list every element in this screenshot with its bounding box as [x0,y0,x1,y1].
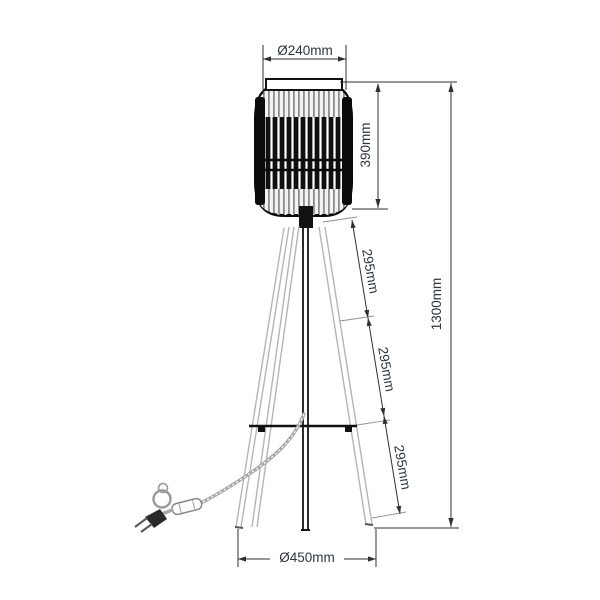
left-leg-front-inner [240,226,290,528]
dim240-arrow-left [263,56,271,62]
dim-leg-segments: 295mm 295mm 295mm [322,216,414,519]
left-leg-back-inner [256,225,300,528]
left-foot-cap [234,526,244,529]
label-shade-height: 390mm [358,122,373,167]
switch-ridge-2 [192,500,196,510]
plug-body [145,509,167,528]
label-leg-segment-1: 295mm [359,248,382,295]
cord-upper-path [201,412,306,504]
cord-loop [152,489,172,509]
right-leg-outer [318,226,367,525]
dim1300-arrow-down [448,518,454,527]
dim295-leader-top [322,216,358,223]
dim390-arrow-down [375,199,381,208]
right-leg-inner [324,226,373,525]
dim240-arrow-right [338,56,346,62]
dim-shade-height: 390mm [340,81,457,210]
cord-loop-small [157,482,169,494]
left-leg-front-outer [235,227,285,528]
label-leg-segment-3: 295mm [391,444,414,491]
shade-top-dome-slats [257,86,350,117]
plug-prong-1 [134,517,148,528]
dim295-chain-line [351,219,401,515]
plug-prong-2 [140,523,153,533]
dim295-arrow-p0 [350,220,356,229]
label-total-height: 1300mm [429,278,444,331]
shade-bottom-dome-slats [257,189,350,214]
dim-total-height: 1300mm [374,83,459,529]
dim295-arrow-p1-up [366,318,372,327]
dim295-leader-bottom [371,511,407,519]
label-leg-segment-2: 295mm [375,346,398,393]
dim295-arrow-p3 [396,505,402,514]
dim1300-arrow-up [448,83,454,92]
center-pole [301,224,310,531]
lamp-socket [299,206,313,228]
dim-shade-diameter: Ø240mm [262,43,347,94]
dim450-arrow-left [238,556,246,562]
shade-right-edge [342,97,352,205]
dim390-arrow-up [375,83,381,92]
lamp-shade [254,78,353,228]
crossbar-right-clamp [345,427,352,432]
dim295-leader-mid1 [339,315,375,322]
tripod-legs [234,225,374,529]
dim450-arrow-right [368,556,376,562]
label-shade-diameter: Ø240mm [277,43,333,58]
label-base-diameter: Ø450mm [279,550,335,565]
inline-switch [171,497,203,516]
power-cord [134,412,306,533]
dim295-arrow-p1-down [364,309,370,318]
switch-body [171,497,203,516]
shade-left-edge [255,97,265,205]
crossbar-left-clamp [258,427,265,432]
left-leg-back-outer [251,226,295,528]
leg-crossbar [249,424,357,432]
dim295-arrow-p2-up [382,416,388,425]
dim-base-diameter: Ø450mm [237,529,377,567]
switch-ridge-1 [178,503,182,513]
dim295-arrow-p2-down [380,407,386,416]
shade-top-cap [265,78,343,91]
dim450-label-mask [270,548,344,564]
right-foot-cap [364,523,374,526]
